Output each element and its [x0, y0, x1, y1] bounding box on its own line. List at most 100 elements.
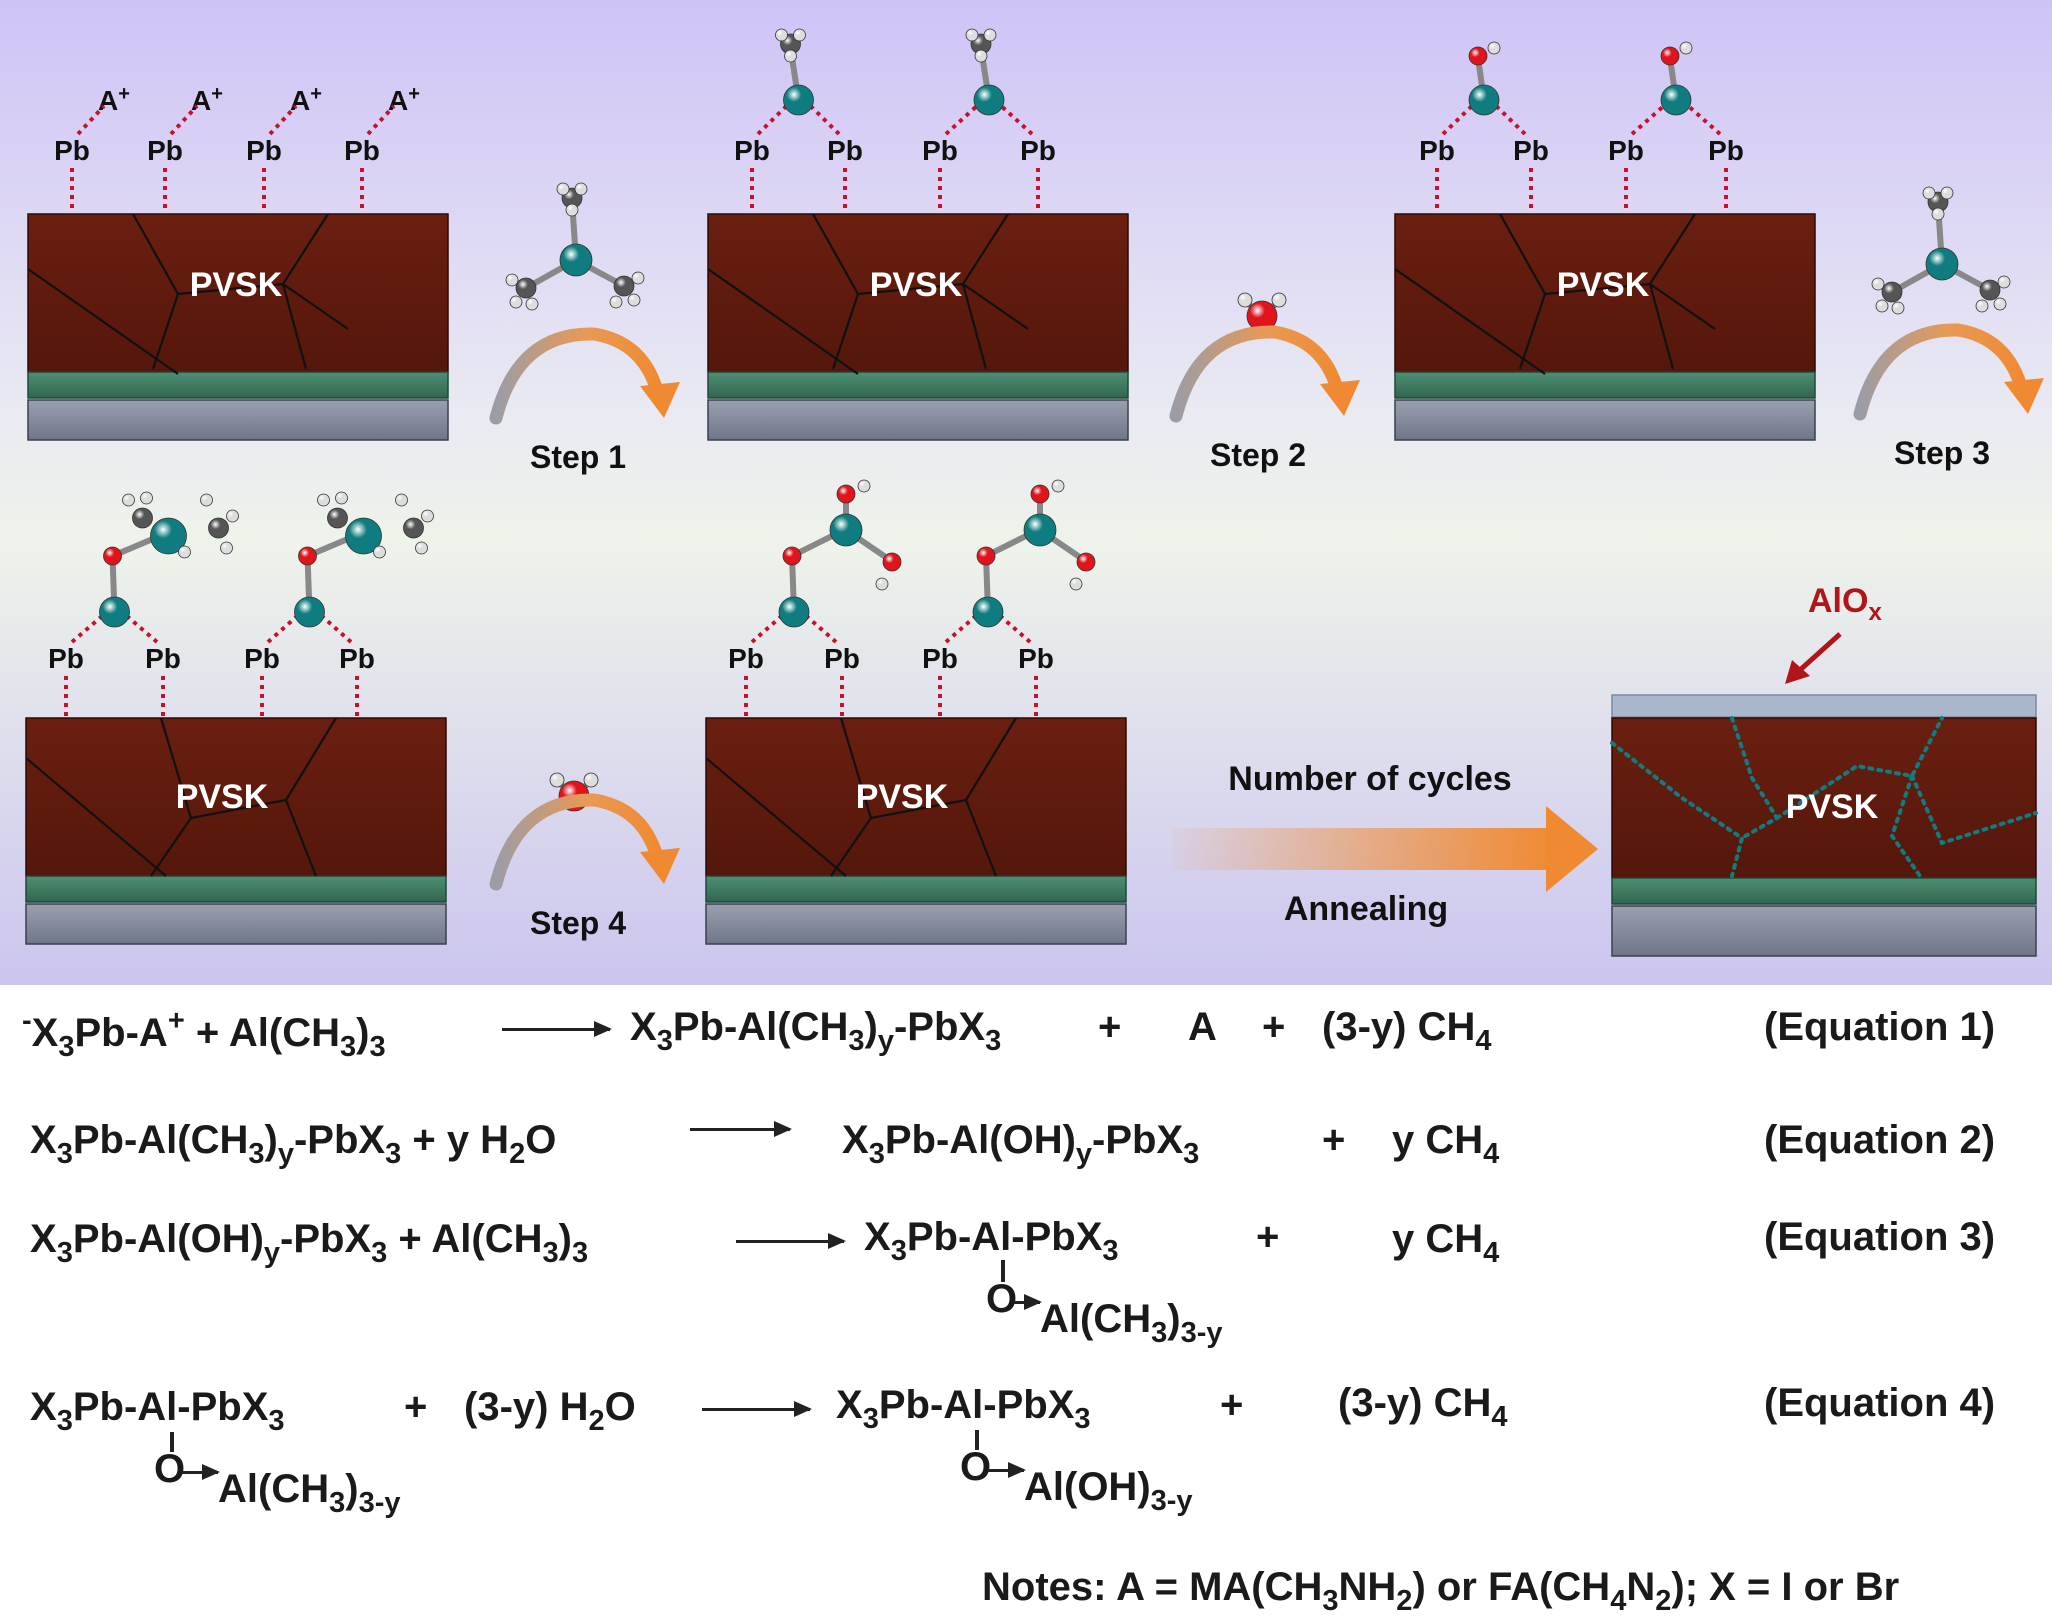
substrate-layer [1611, 905, 2037, 957]
pb-atom-label: Pb [1419, 135, 1455, 166]
cation-symbol: A [98, 85, 118, 116]
eq2-product-main: X3Pb-Al(OH)y-PbX3 [842, 1118, 1199, 1171]
coordination-bond [807, 102, 841, 136]
eq3-reaction-arrow [736, 1233, 846, 1249]
carbon-atom [1881, 281, 1903, 303]
formula-part: 3 [268, 1405, 285, 1437]
eq2-label: (Equation 2) [1764, 1118, 1996, 1162]
aluminum-atom [1023, 513, 1057, 547]
coordination-bond [996, 612, 1032, 644]
perovskite-layer [707, 213, 1129, 373]
formula-part: 4 [1483, 1138, 1500, 1170]
hydrogen-atom [1891, 301, 1905, 315]
hydrogen-atom [1069, 577, 1083, 591]
eq2-reactants: X3Pb-Al(CH3)y-PbX3 + y H2O [30, 1118, 556, 1171]
cation-symbol: A [290, 85, 310, 116]
oxygen-atom [1076, 552, 1096, 572]
formula-part: Al(CH [1040, 1297, 1152, 1341]
substrate-layer [1394, 399, 1816, 441]
pvsk-label: PVSK [1786, 788, 1879, 826]
etl-layer [705, 875, 1127, 903]
formula-part: + y H [401, 1118, 510, 1162]
step-2-arrow [1169, 325, 1360, 423]
pvsk-label: PVSK [176, 778, 269, 816]
hydrogen-atom [1940, 186, 1954, 200]
step-1-arrow [489, 327, 680, 425]
formula-part: 3 [542, 1237, 559, 1269]
grain-boundary [281, 283, 308, 370]
grain-boundary [965, 717, 1017, 801]
hydrogen-atom [875, 577, 889, 591]
formula-part: X [31, 1011, 59, 1055]
aliox-grain-boundary [1910, 774, 2038, 846]
formula-part: X [30, 1118, 57, 1162]
coordination-bond [169, 104, 199, 136]
cation-symbol: A [388, 85, 408, 116]
formula-part: 4 [1475, 1025, 1492, 1057]
eq4-left-al-o-bond [170, 1432, 174, 1452]
oxygen-atom [836, 484, 856, 504]
oxygen-atom [298, 546, 317, 566]
aliox-grain-boundary [1889, 774, 1922, 878]
formula-part: O [525, 1118, 557, 1162]
formula-part: (3-y) CH [1338, 1381, 1492, 1425]
carbon-atom [515, 277, 537, 299]
aliox-layer [1611, 694, 2037, 718]
eq1-product-2: A [1188, 1005, 1217, 1050]
formula-part: 3 [868, 1138, 885, 1170]
pb-atom-label: Pb [922, 135, 958, 166]
formula-part: 3 [1151, 1317, 1168, 1349]
formula-part: 3 [58, 1031, 75, 1063]
formula-part: 2 [588, 1405, 605, 1437]
hydrogen-atom [1975, 299, 1989, 313]
formula-part: 4 [1483, 1237, 1500, 1269]
hydrogen-atom [556, 182, 570, 196]
pb-atom-label: Pb [827, 135, 863, 166]
formula-part: 3 [571, 1237, 589, 1269]
formula-part: (3-y) H [464, 1385, 589, 1429]
formula-part: 3 [385, 1138, 402, 1170]
eq1-product-main: X3Pb-Al(CH3)y-PbX3 [630, 1005, 1001, 1058]
eq3-label: (Equation 3) [1764, 1215, 1996, 1259]
aliox-label: AlOx [1808, 582, 1882, 626]
grain-boundary [961, 283, 988, 370]
formula-part: 3 [656, 1025, 673, 1057]
formula-part: -PbX [893, 1005, 986, 1049]
cycles-label: Number of cycles [1228, 760, 1511, 798]
eq1-label: (Equation 1) [1764, 1005, 1996, 1049]
aluminum-atom [783, 84, 814, 116]
grain-boundary [1649, 213, 1696, 285]
formula-part: 3-y [358, 1487, 401, 1519]
eq3-al-o-bond [1001, 1260, 1005, 1282]
pb-atom-label: Pb [824, 643, 860, 674]
annealing-label: Annealing [1284, 890, 1448, 928]
pvsk-label: PVSK [870, 266, 963, 304]
grain-boundary [1394, 268, 1546, 375]
hydrogen-atom [421, 509, 434, 523]
pb-atom-label: Pb [734, 135, 770, 166]
eq3-oal-group: Al(CH3)3-y [1040, 1297, 1222, 1350]
formula-part: 3 [248, 1138, 265, 1170]
substrate-layer [707, 399, 1129, 441]
hydrogen-atom [1271, 292, 1287, 308]
formula-part: Pb-Al-PbX [906, 1215, 1103, 1259]
cation-charge: + [408, 83, 420, 105]
curved-arrow-shaft [1169, 325, 1345, 423]
formula-part: Al(OH) [1024, 1465, 1151, 1509]
curved-arrow-head [640, 382, 680, 418]
eq2-plus: + [1322, 1118, 1346, 1162]
grain-boundary [705, 757, 847, 877]
formula-part: A [1188, 1005, 1217, 1049]
formula-part: (3-y) CH [1322, 1005, 1476, 1049]
eq4-right-oxygen: O [960, 1445, 992, 1489]
eq3-reactants: X3Pb-Al(OH)y-PbX3 + Al(CH3)3 [30, 1217, 588, 1270]
pb-atom-label: Pb [244, 643, 280, 674]
formula-part: 2 [1655, 1585, 1672, 1617]
perovskite-layer [25, 717, 447, 877]
carbon-atom [208, 517, 229, 539]
formula-part: Pb-A [74, 1011, 168, 1055]
hydrogen-atom [415, 541, 428, 555]
eq3-o-al-bond [1014, 1294, 1042, 1310]
pb-atom-label: Pb [728, 643, 764, 674]
eq4-product-2: (3-y) CH4 [1338, 1381, 1507, 1434]
